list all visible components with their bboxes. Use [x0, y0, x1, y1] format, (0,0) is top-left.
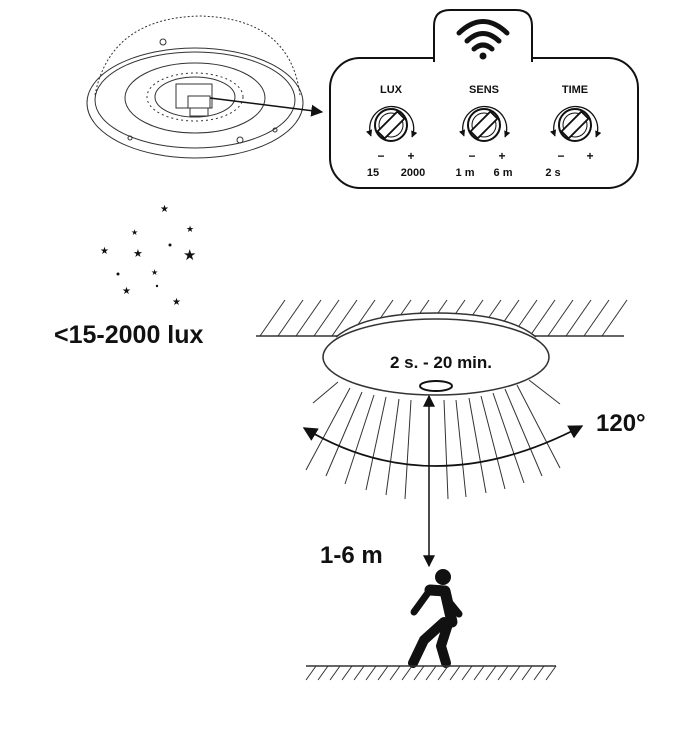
pointer-arrow	[209, 97, 324, 117]
time-min-value: 2 s	[545, 167, 560, 179]
svg-text:★: ★	[183, 246, 196, 264]
lux-knob[interactable]: LUX − + 15 2000	[365, 84, 425, 179]
lux-range-label: <15-2000 lux	[54, 321, 204, 349]
sensor-dome	[322, 312, 550, 396]
floor-hatch	[305, 665, 557, 681]
svg-text:★: ★	[133, 247, 143, 260]
walking-person-icon	[408, 569, 463, 668]
lux-plus: +	[407, 149, 414, 163]
time-knob[interactable]: TIME − + 2 s	[545, 84, 602, 179]
time-plus: +	[586, 149, 593, 163]
distance-label: 1-6 m	[320, 542, 383, 569]
sens-min-value: 1 m	[456, 167, 475, 179]
svg-text:★: ★	[100, 246, 109, 257]
ceiling-lamp-illustration	[86, 15, 304, 159]
time-title: TIME	[562, 84, 588, 96]
lux-min-value: 15	[367, 167, 379, 179]
lux-minus: −	[377, 149, 384, 163]
svg-text:★: ★	[131, 228, 138, 237]
detection-rays	[305, 379, 561, 500]
svg-text:★: ★	[172, 297, 181, 308]
wifi-icon	[456, 19, 510, 60]
svg-text:★: ★	[186, 225, 194, 235]
lux-title: LUX	[380, 84, 403, 96]
detection-angle-arc	[302, 425, 584, 467]
sens-knob[interactable]: SENS − + 1 m 6 m	[456, 84, 513, 179]
sens-plus: +	[498, 149, 505, 163]
sens-title: SENS	[469, 84, 499, 96]
svg-text:★: ★	[160, 204, 169, 215]
moon-stars-icon: ★ ★ ★ ★ ★ ★ ★ ★ ★	[72, 204, 196, 308]
sens-max-value: 6 m	[494, 167, 513, 179]
time-range-label: 2 s. - 20 min.	[390, 353, 492, 372]
angle-label: 120°	[596, 410, 646, 437]
sens-minus: −	[468, 149, 475, 163]
lux-max-value: 2000	[401, 167, 425, 179]
svg-text:★: ★	[151, 268, 158, 277]
time-minus: −	[557, 149, 564, 163]
svg-text:★: ★	[122, 286, 131, 297]
